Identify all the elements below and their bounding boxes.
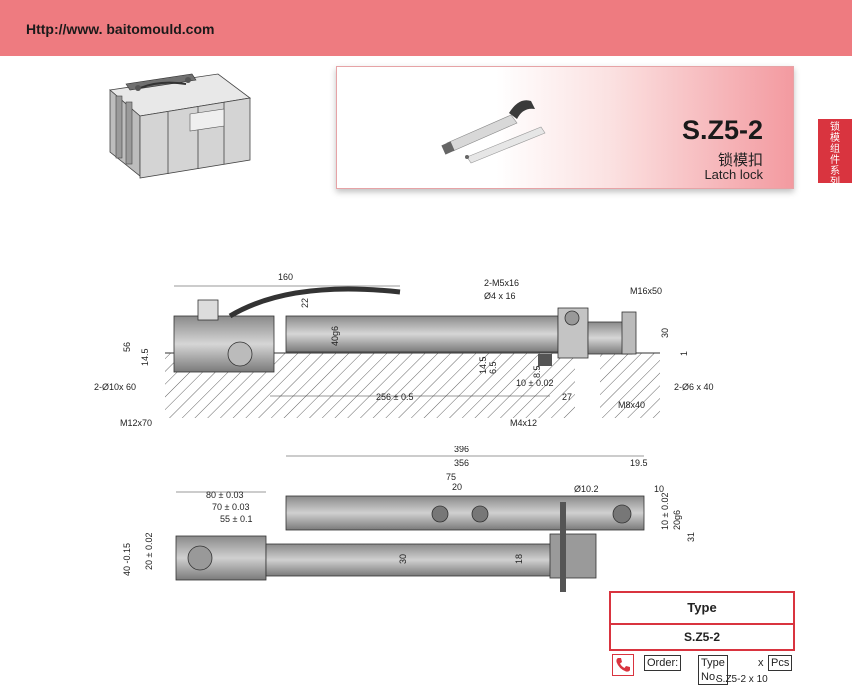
dimension-label: 27 [562, 392, 572, 402]
dimension-label: 256 ± 0.5 [376, 392, 413, 402]
dimension-label: 20 [452, 482, 462, 492]
category-label-char: 件 [830, 155, 840, 166]
dimension-label: 10 ± 0.02 [516, 378, 553, 388]
dimension-label: 14.5 [140, 348, 150, 366]
dimension-label: 55 ± 0.1 [220, 514, 252, 524]
dimension-label: 20g6 [672, 510, 682, 530]
category-label-char: 模 [830, 133, 840, 144]
dimension-label: M4x12 [510, 418, 537, 428]
dimension-label: 160 [278, 272, 293, 282]
dimension-label: 6.5 [488, 361, 498, 374]
dimension-label: 10 [654, 484, 664, 494]
pcs-label: Pcs [768, 655, 793, 671]
type-no-label: Type No. [698, 655, 728, 685]
dimension-label: 10 ± 0.02 [660, 493, 670, 530]
header-bar: Http://www. baitomould.com [0, 0, 852, 56]
order-example: S.Z5-2 x 10 [716, 674, 768, 685]
dimension-label: 18 [514, 554, 524, 564]
category-label-char: 列 [830, 177, 840, 188]
type-table: Type S.Z5-2 [609, 591, 795, 651]
dimension-label: 356 [454, 458, 469, 468]
dimension-label: 31 [686, 532, 696, 542]
product-name-cn: 锁模扣 [717, 152, 763, 169]
dimension-label: 40g6 [330, 326, 340, 346]
dimension-label: 2-Ø6 x 40 [674, 382, 714, 392]
category-side-tab[interactable]: 锁模组件系列 [818, 119, 852, 188]
dimension-label: 1 [679, 351, 689, 356]
mould-illustration [109, 73, 251, 179]
category-label-char: 锁 [830, 122, 840, 133]
dimension-label: 30 [398, 554, 408, 564]
type-table-header: Type [611, 593, 793, 625]
dimension-label: Ø10.2 [574, 484, 599, 494]
website-url[interactable]: Http://www. baitomould.com [26, 21, 215, 37]
dimension-label: 20 ± 0.02 [144, 533, 154, 570]
dimension-label: 8.5 [532, 365, 542, 378]
product-banner: S.Z5-2 锁模扣 Latch lock [336, 66, 794, 189]
dimension-label: M16x50 [630, 286, 662, 296]
dimension-label: 56 [122, 342, 132, 352]
dimension-label: M8x40 [618, 400, 645, 410]
dimension-label: M12x70 [120, 418, 152, 428]
dimension-label: 70 ± 0.03 [212, 502, 249, 512]
dimension-label: 80 ± 0.03 [206, 490, 243, 500]
dimension-label: Ø4 x 16 [484, 291, 516, 301]
dimension-label: 40 -0.15 [122, 543, 132, 576]
dimension-label: 30 [660, 328, 670, 338]
product-name-en: Latch lock [704, 167, 763, 182]
technical-drawing-top: 160 2-M5x16 Ø4 x 16 M16x50 56 14.5 22 40g6 30 1 14… [94, 272, 714, 428]
dimension-label: 2-M5x16 [484, 278, 519, 288]
dimension-label: 14.5 [478, 356, 488, 374]
dimension-label: 22 [300, 298, 310, 308]
category-label: 锁模组件系列 [818, 122, 852, 188]
category-label-char: 系 [830, 166, 840, 177]
category-label-char: 组 [830, 144, 840, 155]
dimension-label: 75 [446, 472, 456, 482]
order-label: Order: [644, 655, 682, 671]
phone-icon[interactable] [612, 654, 634, 676]
order-x: x [758, 657, 764, 669]
dimension-label: 396 [454, 446, 469, 454]
type-table-value[interactable]: S.Z5-2 [683, 630, 720, 644]
product-code: S.Z5-2 [681, 115, 763, 145]
dimension-label: 19.5 [630, 458, 648, 468]
dimension-label: 2-Ø10x 60 [94, 382, 136, 392]
latch-photo [441, 100, 546, 164]
